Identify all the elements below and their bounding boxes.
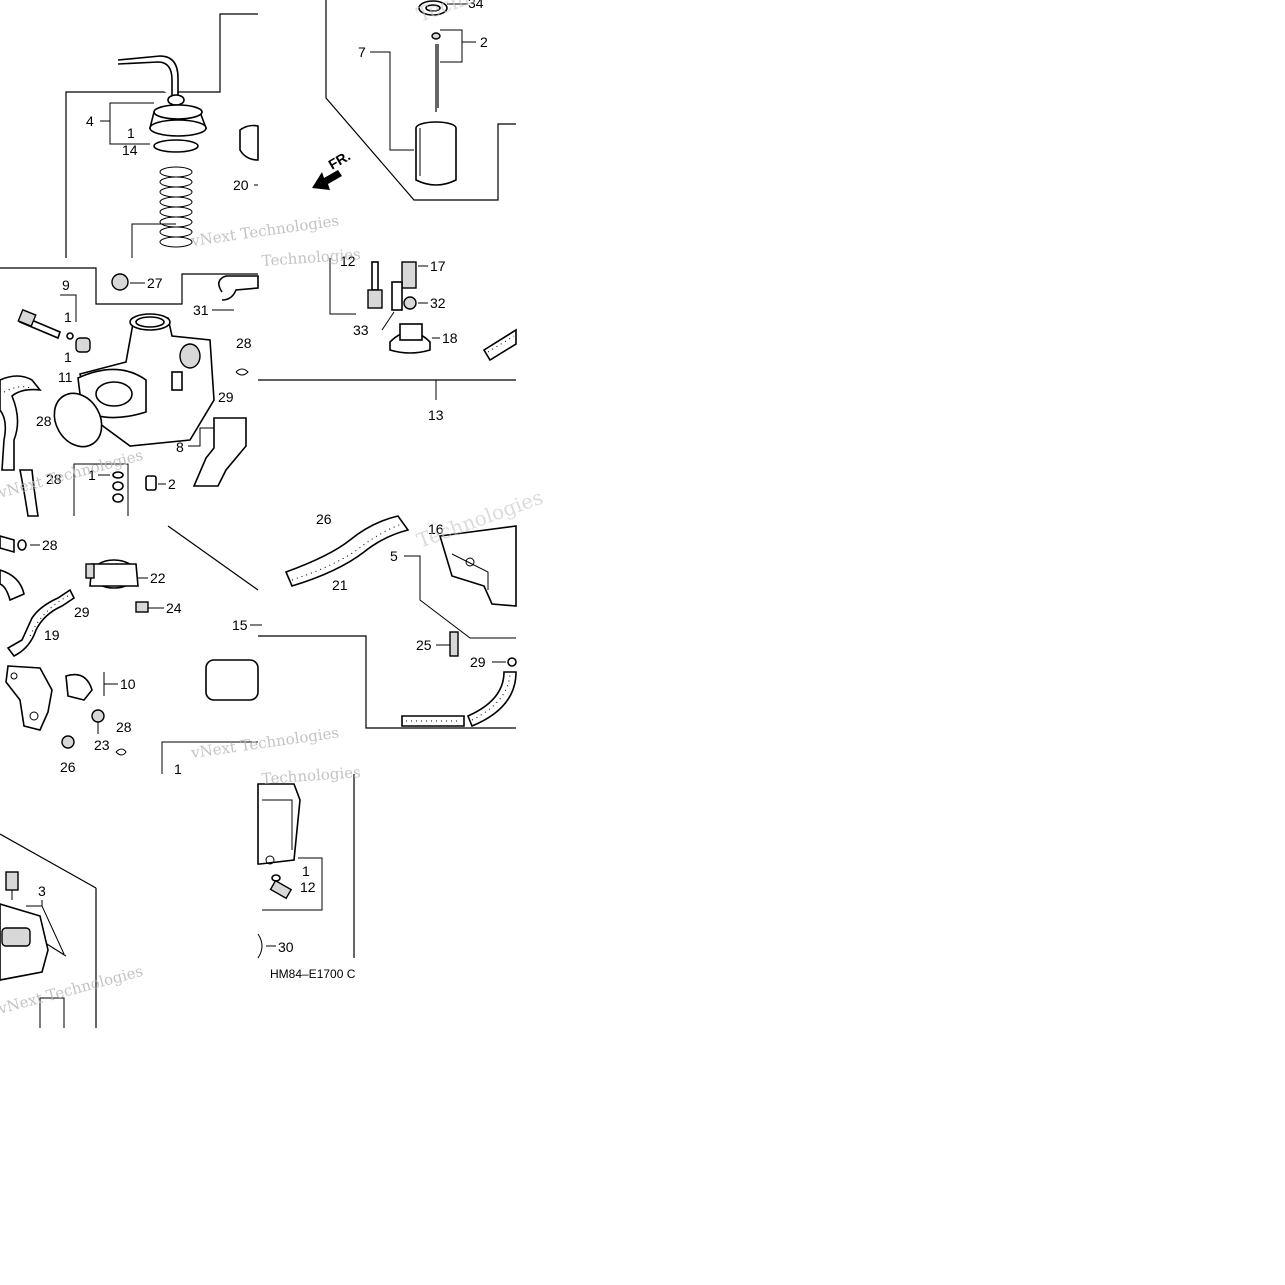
callout-4: 4	[86, 113, 94, 129]
callout-11: 11	[58, 369, 73, 385]
watermark: vNext Technologies	[189, 723, 340, 762]
callout-1: 1	[64, 309, 72, 325]
callout-21: 21	[332, 577, 348, 593]
watermark: Technologies	[261, 763, 361, 788]
callout-28: 28	[116, 719, 132, 735]
callout-17: 17	[430, 258, 446, 274]
callout-24: 24	[166, 600, 182, 616]
callout-1: 1	[64, 349, 72, 365]
callout-28: 28	[42, 537, 58, 553]
tile-top-left: 4 1 14 20 vNext Technologies	[65, 13, 340, 258]
callout-1: 1	[88, 467, 96, 483]
callout-22: 22	[150, 570, 166, 586]
callout-32: 32	[430, 295, 446, 311]
callout-31: 31	[193, 302, 209, 318]
callout-26: 26	[316, 511, 332, 527]
callout-8: 8	[176, 439, 184, 455]
callout-13: 13	[428, 407, 444, 423]
callout-28: 28	[236, 335, 252, 351]
callout-20: 20	[233, 177, 249, 193]
callout-29: 29	[74, 604, 90, 620]
callout-10: 10	[120, 676, 136, 692]
callout-29: 29	[218, 389, 234, 405]
callout-2: 2	[168, 476, 176, 492]
tile-lower-left: 28 22 24 19 29 10 23 26 28	[0, 525, 340, 777]
front-arrow-icon	[312, 170, 342, 190]
callout-7: 7	[358, 44, 366, 60]
callout-28: 28	[46, 471, 62, 487]
callout-29: 29	[470, 654, 486, 670]
callout-1: 1	[174, 761, 182, 777]
callout-2: 2	[480, 34, 488, 50]
callout-34: 34	[468, 0, 484, 11]
callout-33: 33	[353, 322, 369, 338]
tile-lower-center: 26 21 5 16 15 25 29 Technologies	[232, 485, 546, 729]
callout-15: 15	[232, 617, 248, 633]
watermark: vNext Technologies	[189, 211, 340, 250]
drawing-code: HM84–E1700 C	[270, 967, 356, 981]
callout-30: 30	[278, 939, 294, 955]
callout-19: 19	[44, 627, 60, 643]
callout-26: 26	[60, 759, 76, 775]
callout-1: 1	[127, 125, 135, 141]
watermark: Technologies	[414, 0, 547, 27]
callout-27: 27	[147, 275, 163, 291]
callout-3: 3	[38, 883, 46, 899]
callout-28: 28	[36, 413, 52, 429]
callout-1: 1	[302, 863, 310, 879]
tile-middle-left: 27 9 1 1 11 31 28 29 8 28	[0, 267, 259, 517]
tile-bottom-center: 1 12 30 HM84–E1700 C Technologies	[257, 763, 361, 981]
tile-bottom-left: 3 vNext Technologies	[0, 833, 145, 1028]
tile-middle-center: 13 12 17 33 32 18 Technologies	[258, 245, 517, 423]
callout-16: 16	[428, 521, 444, 537]
callout-12: 12	[300, 879, 316, 895]
tile-top-center: 34 2 7 FR. Technologies	[312, 0, 547, 201]
callout-5: 5	[390, 548, 398, 564]
callout-14: 14	[122, 142, 138, 158]
front-marker: FR.	[326, 147, 354, 172]
callout-23: 23	[94, 737, 110, 753]
callout-25: 25	[416, 637, 432, 653]
callout-9: 9	[62, 277, 70, 293]
callout-12: 12	[340, 253, 356, 269]
callout-18: 18	[442, 330, 458, 346]
